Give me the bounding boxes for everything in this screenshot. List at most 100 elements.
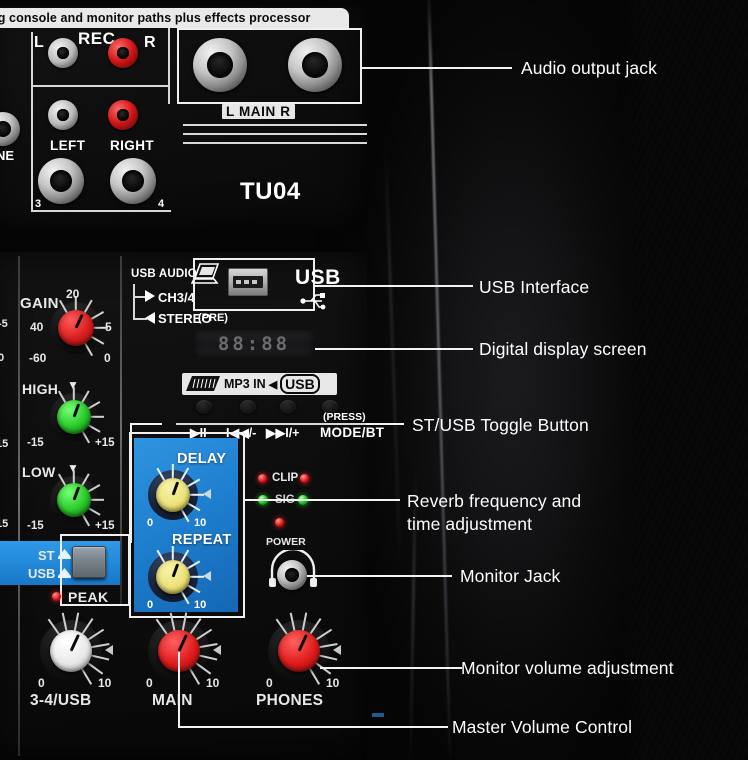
usb-level-knob[interactable]: [50, 630, 92, 672]
delay-knob[interactable]: [156, 478, 190, 512]
rec-left-label: L: [34, 34, 44, 51]
leader-line-monitor-volume: [320, 667, 462, 669]
headphone-jack-icon: [269, 550, 317, 587]
usb-ch34-label: CH3/4: [158, 290, 195, 305]
mp3-usb-word: USB: [280, 374, 320, 394]
model-label: TU04: [240, 178, 301, 205]
neighbor-high-max-value: 15: [0, 438, 9, 450]
digital-display-screen: 88:88: [193, 330, 315, 358]
gain-label: GAIN: [20, 295, 59, 312]
transport-rule: [176, 423, 367, 425]
neighbor-gain-right-value: -5: [0, 318, 8, 330]
panel-bottom-accent: [372, 713, 384, 717]
low-knob[interactable]: [57, 483, 91, 517]
delay-min-label: 0: [147, 517, 154, 529]
line-right-label: RIGHT: [110, 138, 154, 153]
gain-scale-left: 40: [30, 320, 44, 334]
st-usb-toggle-button[interactable]: [72, 546, 106, 578]
source-toggle-usb-label: USB: [28, 566, 56, 581]
main-level-pointer-indicator: [213, 645, 221, 655]
speaker-cabinet-background: [330, 0, 630, 760]
ch34-arrow-icon: [145, 290, 155, 302]
repeat-knob[interactable]: [156, 560, 190, 594]
high-min-label: -15: [27, 437, 44, 449]
usb-routing-arm-bottom: [133, 318, 147, 320]
usb-routing-arm-top: [133, 296, 147, 298]
annotation-monitor-volume-adjustment: Monitor volume adjustment: [461, 658, 674, 678]
line-right-rca-jack[interactable]: [108, 100, 138, 130]
transport-next-label[interactable]: ▶▶I/+: [266, 426, 300, 440]
channel-3-number: 3: [35, 198, 42, 210]
gain-scale-bottom-left: -60: [29, 351, 47, 365]
leader-line-audio-output-jack: [362, 67, 512, 69]
transport-mode-bt-label[interactable]: MODE/BT: [320, 425, 385, 440]
channel-4-number: 4: [158, 198, 165, 210]
line-left-label: LEFT: [50, 138, 86, 153]
delay-label: DELAY: [177, 451, 227, 467]
peak-label: PEAK: [68, 589, 109, 605]
phones-level-knob[interactable]: [278, 630, 320, 672]
usb-audio-label: USB AUDIO: [131, 268, 197, 280]
line-left-rca-jack[interactable]: [48, 100, 78, 130]
high-knob[interactable]: [57, 400, 91, 434]
transport-softkey-2[interactable]: [240, 400, 256, 414]
leader-line-master-volume-vertical: [178, 652, 180, 727]
stereo-arrow-icon: [145, 312, 155, 324]
panel-header-strip: ng console and monitor paths plus effect…: [0, 8, 349, 28]
usb-port[interactable]: [228, 268, 268, 296]
rec-right-label: R: [144, 34, 156, 51]
leader-line-st-usb-seg2: [366, 423, 404, 425]
leader-line-digital-display: [315, 348, 473, 350]
leader-line-st-usb-vertical: [130, 423, 132, 543]
rec-left-rca-jack[interactable]: [48, 38, 78, 68]
monitor-output-jack[interactable]: [277, 560, 307, 590]
annotation-master-volume-control: Master Volume Control: [452, 717, 633, 737]
rec-right-rca-jack[interactable]: [108, 38, 138, 68]
annotation-digital-display-screen: Digital display screen: [479, 339, 647, 359]
low-max-label: +15: [95, 520, 115, 532]
channel-4-trs-jack[interactable]: [110, 158, 156, 204]
panel-header-text: ng console and monitor paths plus effect…: [0, 11, 311, 25]
audio-output-jack-highlight-box: [177, 28, 362, 104]
laptop-icon: [191, 263, 220, 284]
usb-title-label: USB: [295, 266, 341, 289]
main-level-label: MAIN: [152, 692, 193, 709]
transport-softkey-4[interactable]: [322, 400, 338, 414]
neighbor-gain-bottom-value: 0: [0, 352, 5, 364]
usb-level-label: 3-4/USB: [30, 692, 92, 709]
leader-line-master-volume-horizontal: [178, 726, 448, 728]
power-label: POWER: [266, 536, 306, 548]
channel-3-trs-jack[interactable]: [38, 158, 84, 204]
delay-max-label: 10: [194, 517, 207, 529]
partial-left-jack[interactable]: [0, 112, 20, 146]
main-right-output-jack[interactable]: [288, 38, 342, 92]
repeat-label: REPEAT: [172, 532, 232, 548]
low-min-label: -15: [27, 520, 44, 532]
repeat-max-label: 10: [194, 599, 207, 611]
clip-led-left: [258, 474, 267, 483]
channel-strip-divider-right: [120, 256, 122, 606]
main-left-output-jack[interactable]: [193, 38, 247, 92]
repeat-pointer-indicator: [203, 571, 211, 581]
high-label: HIGH: [22, 381, 59, 397]
transport-softkey-3[interactable]: [280, 400, 296, 414]
gain-knob[interactable]: [58, 310, 94, 346]
transport-softkey-1[interactable]: [196, 400, 212, 414]
rec-label: REC: [78, 29, 116, 48]
source-toggle-st-label: ST: [38, 548, 55, 563]
main-group-left-rule: [168, 28, 170, 104]
clip-led-right: [300, 474, 309, 483]
rec-group-left-rule: [31, 32, 33, 212]
high-center-marker: ▼: [67, 378, 79, 392]
power-led: [275, 518, 284, 527]
usb-level-min-label: 0: [38, 676, 45, 690]
clip-label: CLIP: [272, 472, 299, 484]
channel-strip-divider-inner: [18, 256, 20, 756]
gain-scale-right: -5: [101, 320, 112, 334]
phones-level-min-label: 0: [266, 676, 273, 690]
delay-pointer-indicator: [203, 489, 211, 499]
main-rule-2: [183, 133, 367, 135]
gain-scale-top: 20: [66, 287, 80, 301]
mp3-in-text: MP3 IN: [224, 377, 266, 391]
